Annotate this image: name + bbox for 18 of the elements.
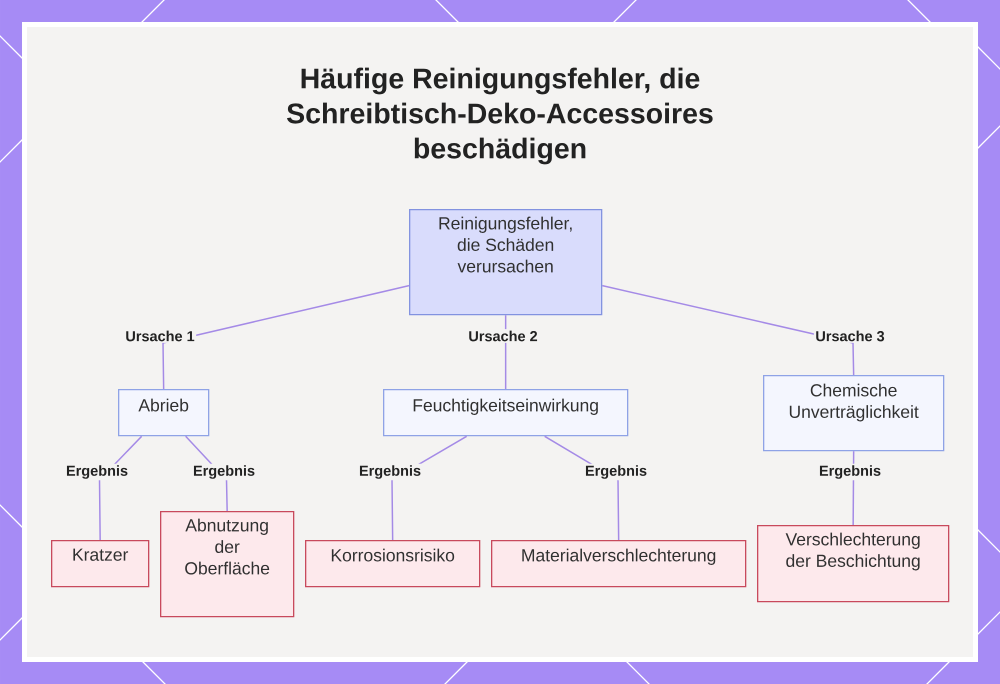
process-box: Feuchtigkeitseinwirkung	[383, 389, 628, 436]
title: Häufige Reinigungsfehler, die Schreibtisch-Deko-Accessoires beschädigen	[286, 68, 713, 164]
process-box: Abnutzung der Oberfläche	[160, 511, 294, 618]
edge-label: Ergebnis	[192, 464, 257, 480]
edge-label: Ursache 1	[124, 329, 196, 343]
process-box: Abrieb	[118, 389, 210, 436]
process-box: Chemische Unverträglichkeit	[763, 375, 944, 452]
process-box: Reinigungsfehler, die Schäden verursachen	[409, 209, 602, 316]
process-box: Kratzer	[51, 540, 150, 588]
edge-label: Ergebnis	[817, 464, 883, 480]
edge-label: Ergebnis	[583, 464, 649, 480]
process-box: Korrosionsrisiko	[305, 540, 480, 588]
process-box: Materialverschlechterung	[491, 540, 746, 588]
process-box: Verschlechterung der Beschichtung	[757, 525, 950, 602]
edge-label: Ergebnis	[64, 464, 130, 480]
edge-label: Ergebnis	[358, 464, 423, 480]
edge-label: Ursache 3	[814, 329, 886, 343]
edge-label: Ursache 2	[466, 329, 540, 343]
